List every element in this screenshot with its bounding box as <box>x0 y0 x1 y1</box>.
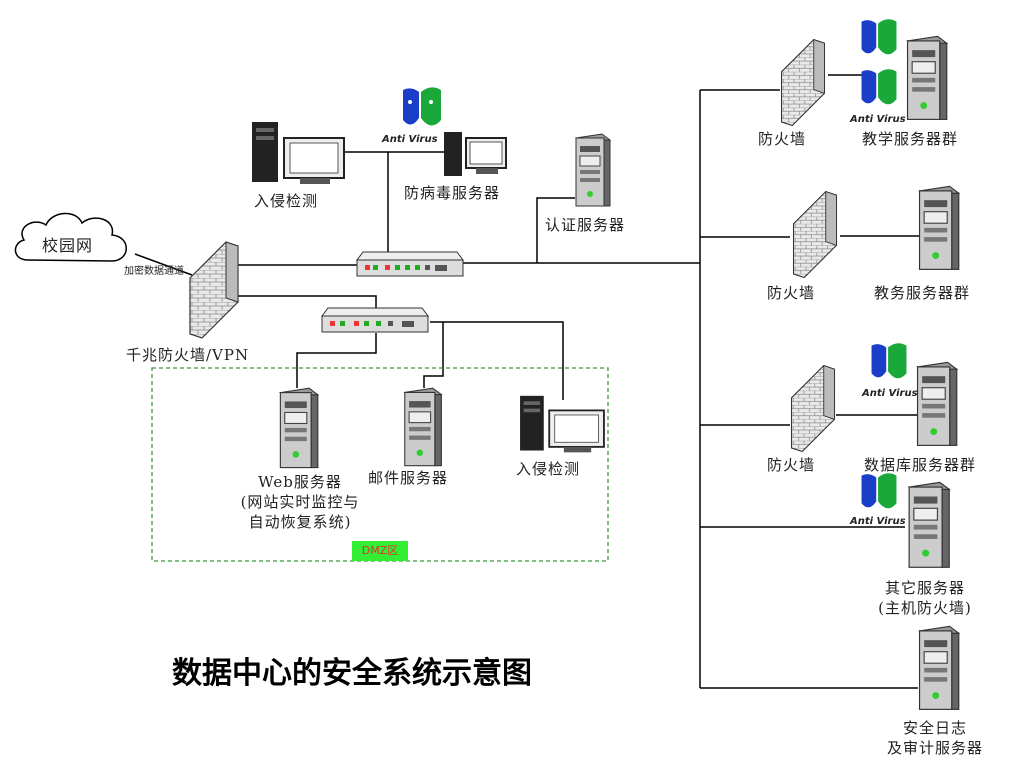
antivirus-shield-icon <box>861 69 897 105</box>
firewall-icon <box>780 38 826 127</box>
web-server-label: Web服务器 (网站实时监控与 自动恢复系统) <box>200 472 400 532</box>
antivirus-server-label: 防病毒服务器 <box>404 184 501 202</box>
server-tower-icon <box>278 387 320 469</box>
antivirus-shield-icon <box>861 473 897 509</box>
other-servers-label: 其它服务器 (主机防火墙) <box>845 578 1005 618</box>
antivirus-label: Anti Virus <box>850 114 906 125</box>
antivirus-label: Anti Virus <box>850 516 906 527</box>
other-servers-line2: (主机防火墙) <box>878 599 972 617</box>
log-server-line2: 及审计服务器 <box>886 739 983 757</box>
diagram-title: 数据中心的安全系统示意图 <box>172 656 532 691</box>
antivirus-label: Anti Virus <box>862 388 918 399</box>
workstation-icon <box>252 122 345 184</box>
server-tower-icon <box>907 481 951 568</box>
firewall-icon <box>790 364 836 453</box>
mail-server-label: 邮件服务器 <box>368 469 449 487</box>
auth-server-label: 认证服务器 <box>545 216 626 234</box>
firewall-icon <box>189 241 239 339</box>
intrusion-detection-top-label: 入侵检测 <box>254 192 319 210</box>
log-server-line1: 安全日志 <box>902 719 967 737</box>
server-tower-icon <box>918 185 961 270</box>
firewall-icon <box>792 190 838 279</box>
web-server-line2: (网站实时监控与 <box>240 493 360 511</box>
campus-net-label: 校园网 <box>42 236 94 255</box>
cloud-icon <box>14 212 127 262</box>
workstation-icon <box>520 395 605 453</box>
firewall-1-label: 防火墙 <box>758 130 807 148</box>
server-tower-icon <box>916 361 959 446</box>
firewall-2-label: 防火墙 <box>767 284 816 302</box>
server-tower-icon <box>574 133 612 207</box>
encrypted-channel-label: 加密数据通道 <box>124 266 184 277</box>
server-tower-icon <box>403 387 443 467</box>
log-server-label: 安全日志 及审计服务器 <box>860 718 1010 758</box>
web-server-line1: Web服务器 <box>258 473 342 491</box>
teaching-servers-label: 教学服务器群 <box>862 130 959 148</box>
gigabit-firewall-label: 千兆防火墙/VPN <box>126 346 250 364</box>
academic-servers-label: 教务服务器群 <box>874 284 971 302</box>
firewall-3-label: 防火墙 <box>767 456 816 474</box>
dmz-badge: DMZ区 <box>352 541 408 561</box>
database-servers-label: 数据库服务器群 <box>864 456 977 474</box>
workstation-icon <box>444 132 507 176</box>
server-tower-icon <box>906 35 949 120</box>
server-tower-icon <box>918 625 961 710</box>
intrusion-detection-dmz-label: 入侵检测 <box>516 460 581 478</box>
switch-icon <box>321 307 429 333</box>
other-servers-line1: 其它服务器 <box>884 579 965 597</box>
antivirus-label: Anti Virus <box>382 134 438 145</box>
antivirus-shield-icon <box>861 19 897 55</box>
web-server-line3: 自动恢复系统) <box>248 513 352 531</box>
antivirus-shield-icon <box>403 87 441 126</box>
switch-icon <box>356 251 464 277</box>
antivirus-shield-icon <box>871 343 907 379</box>
